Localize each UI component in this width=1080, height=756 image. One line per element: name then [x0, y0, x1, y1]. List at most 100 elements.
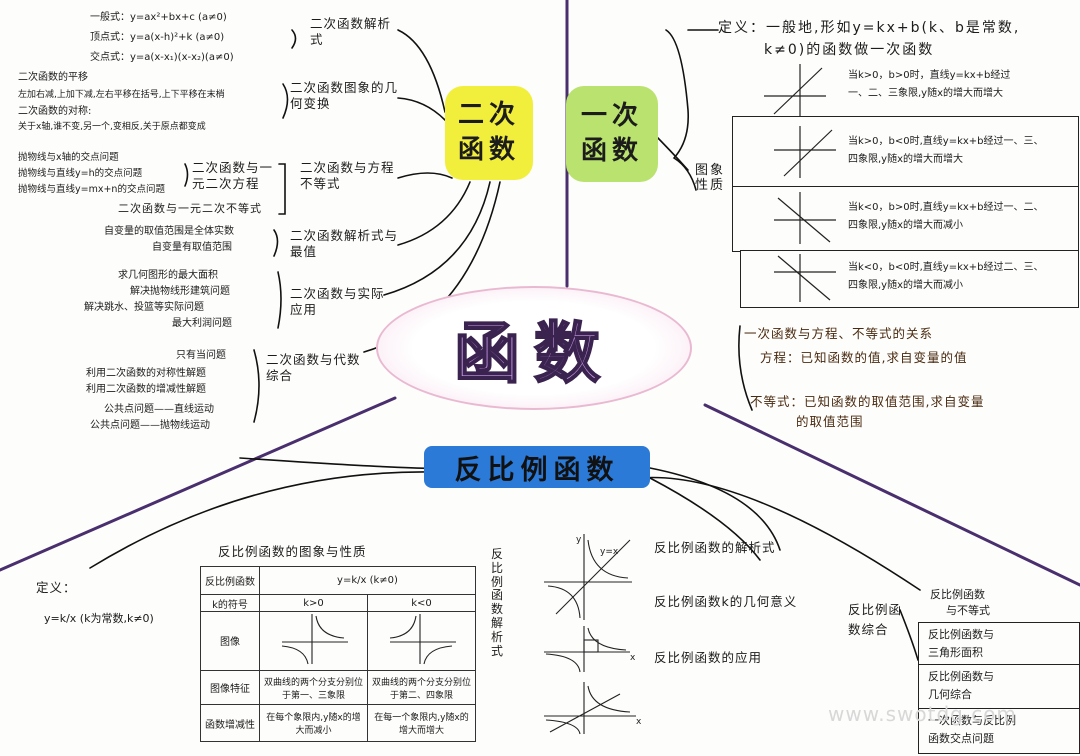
quadratic-translate-title: 二次函数的平移 [18, 72, 88, 83]
divider-left [0, 396, 397, 572]
table-mono-label: 函数增减性 [200, 704, 260, 742]
branch-q-5 [383, 181, 491, 296]
linear-case-2-line1: 当k>0，b<0时,直线y=kx+b经过一、三、 [848, 136, 1044, 147]
quadratic-app-sports: 解决跳水、投篮等实际问题 [84, 302, 204, 313]
quadratic-app-building: 解决抛物线形建筑问题 [130, 286, 230, 297]
table-k-pos: k>0 [259, 594, 368, 612]
inverse-combo-geometry-2: 几何综合 [928, 688, 972, 701]
inverse-combo-intersection-2: 函数交点问题 [928, 732, 994, 745]
linear-case-4-line1: 当k<0，b<0时,直线y=kx+b经过二、三、 [848, 262, 1044, 273]
inverse-combo-box-3 [918, 708, 1080, 754]
graph-1-y-label: y [576, 535, 582, 545]
branch-q-3 [397, 172, 453, 179]
table-k-label: k的符号 [200, 594, 260, 612]
table-image-label: 图像 [200, 610, 260, 671]
quadratic-form-vertex: 顶点式：y=a(x-h)²+k (a≠0) [90, 32, 225, 43]
inverse-combo-triangle-2: 三角形面积 [928, 646, 983, 659]
linear-relation-title: 一次函数与方程、不等式的关系 [744, 326, 934, 341]
table-name-label: 反比例函数 [200, 565, 260, 596]
linear-case-panel-4 [740, 250, 1079, 308]
quadratic-eq-line-mx: 抛物线与直线y=mx+n的交点问题 [18, 184, 165, 195]
graph-3-x-label: x [636, 717, 642, 727]
linear-definition-line1: 定义：一般地,形如y=kx+b(k、b是常数, [718, 20, 1021, 36]
watermark-text: www.swotdg.com [828, 702, 1017, 726]
inverse-branch-k-meaning: 反比例函数k的几何意义 [654, 594, 798, 609]
divider-right [703, 403, 1080, 587]
brace-q-3 [278, 163, 286, 215]
linear-graph-4-icon [774, 254, 836, 302]
inverse-combo-intersection-1: 一次函数与反比例 [928, 714, 1016, 727]
inverse-combo-inequality-2: 与不等式 [946, 604, 990, 617]
quadratic-alg-common-parabola: 公共点问题——抛物线运动 [90, 420, 210, 431]
linear-case-1-line1: 当k>0，b>0时，直线y=kx+b经过 [848, 70, 1011, 81]
inverse-combo-triangle-1: 反比例函数与 [928, 628, 994, 641]
brace-q-4 [273, 229, 279, 257]
quadratic-alg-monotonic: 利用二次函数的增减性解题 [86, 384, 206, 395]
linear-relation-equation: 方程：已知函数的值,求自变量的值 [760, 350, 968, 365]
quadratic-branch-transform: 二次函数图象的几何变换 [290, 80, 399, 111]
quadratic-symmetry-title: 二次函数的对称: [18, 106, 92, 117]
inverse-combo-label-1: 反比例函 [848, 602, 903, 617]
center-node-functions: 函数 [376, 286, 692, 410]
linear-case-2-line2: 四象限,y随x的增大而增大 [848, 154, 964, 165]
graph-1-line-label: y=x [600, 547, 619, 557]
linear-graph-label: 图象性质 [694, 163, 725, 193]
graph-y-equals-x-icon: y y=x [544, 534, 632, 620]
inverse-combo-label-2: 数综合 [848, 622, 889, 637]
brace-q-2 [282, 83, 289, 119]
quadratic-alg-common-line: 公共点问题——直线运动 [104, 404, 214, 415]
table-image-pos [259, 610, 368, 671]
quadratic-range-all: 自变量的取值范围是全体实数 [104, 226, 234, 237]
branch-inv-right [649, 467, 781, 551]
table-mono-pos: 在每个象限内,y随x的增大而减小 [259, 704, 368, 742]
table-feature-neg: 双曲线的两个分支分别位于第二、四象限 [367, 669, 476, 706]
quadratic-eq-x-axis: 抛物线与x轴的交点问题 [18, 152, 119, 163]
quadratic-alg-only: 只有当问题 [176, 350, 226, 361]
hyperbola-pos-icon [281, 614, 348, 665]
table-feature-pos: 双曲线的两个分支分别位于第一、三象限 [259, 669, 368, 706]
table-formula: y=k/x (k≠0) [259, 565, 476, 596]
quadratic-alg-symmetry: 利用二次函数的对称性解题 [86, 368, 206, 379]
brace-linear-relation [738, 325, 753, 411]
linear-graph-2-icon [774, 126, 836, 178]
quadratic-app-profit: 最大利润问题 [172, 318, 232, 329]
branch-inv-left [89, 471, 431, 569]
quadratic-eq-mid: 二次函数与一元二次方程 [192, 160, 274, 191]
brace-inv-combo [899, 609, 919, 661]
brace-q-5 [277, 271, 282, 329]
linear-case-4-line2: 四象限,y随x的增大而减小 [848, 280, 964, 291]
branch-q-2 [397, 97, 446, 121]
inverse-branch-expression: 反比例函数的解析式 [654, 540, 776, 555]
quadratic-eq-line-h: 抛物线与直线y=h的交点问题 [18, 168, 143, 179]
branch-inv-right-2 [649, 477, 761, 561]
linear-definition-line2: k≠0)的函数做一次函数 [764, 42, 935, 58]
branch-linear-main [665, 29, 697, 191]
hyperbola-neg-icon [389, 614, 456, 665]
inverse-combo-box-1 [918, 622, 1080, 666]
linear-node: 一次函数 [566, 86, 658, 182]
inverse-branch-application: 反比例函数的应用 [654, 650, 763, 665]
linear-relation-inequality-2: 的取值范围 [796, 414, 864, 429]
branch-q-4 [397, 181, 471, 246]
inverse-property-table: 反比例函数 y=k/x (k≠0) k的符号 k>0 k<0 图像 [200, 565, 476, 742]
table-image-neg [367, 610, 476, 671]
table-k-neg: k<0 [367, 594, 476, 612]
brace-q-7 [184, 163, 189, 187]
graph-k-meaning-icon: x [544, 626, 636, 673]
linear-relation-inequality-1: 不等式：已知函数的取值范围,求自变量 [750, 394, 985, 409]
brace-q-1 [291, 29, 297, 49]
quadratic-branch-equation: 二次函数与方程不等式 [300, 160, 395, 191]
graph-2-x-label: x [630, 653, 636, 663]
graph-application-icon: x [544, 682, 642, 735]
inverse-combo-box-2 [918, 664, 1080, 710]
inverse-graph-title: 反比例函数的图象与性质 [218, 544, 367, 559]
quadratic-range-limited: 自变量有取值范围 [152, 242, 232, 253]
inverse-combo-geometry-1: 反比例函数与 [928, 670, 994, 683]
quadratic-form-intercept: 交点式：y=a(x-x₁)(x-x₂)(a≠0) [90, 52, 234, 63]
table-mono-neg: 在每一个象限内,y随x的增大而增大 [367, 704, 476, 742]
quadratic-app-area: 求几何图形的最大面积 [118, 270, 218, 281]
quadratic-branch-algebra: 二次函数与代数综合 [266, 352, 361, 383]
quadratic-symmetry-rule: 关于x轴,谁不变,另一个,变相反,关于原点都变成 [18, 122, 206, 132]
quadratic-branch-application: 二次函数与实际应用 [290, 286, 385, 317]
